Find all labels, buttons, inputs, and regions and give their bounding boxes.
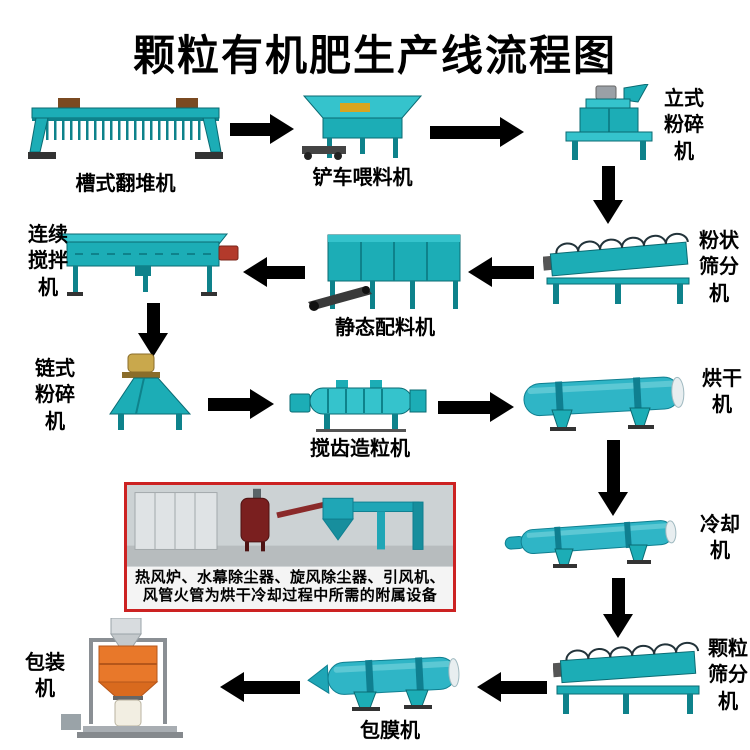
arrow-bar <box>438 400 490 414</box>
label-static-batcher: 静态配料机 <box>335 317 435 339</box>
arrow-bar <box>146 303 160 333</box>
node-coating-machine <box>306 648 474 712</box>
arrow-right-3 <box>208 389 274 419</box>
arrow-head <box>220 672 244 702</box>
arrow-bar <box>606 440 620 492</box>
arrow-head <box>598 492 628 516</box>
node-dryer <box>522 372 694 432</box>
arrow-bar <box>244 680 300 694</box>
node-chain-crusher <box>92 352 204 432</box>
label-cooler: 冷却机 <box>700 514 740 563</box>
caption-line-2: 风管火管为烘干冷却过程中所需的附属设备 <box>142 588 438 605</box>
trough-turner-image <box>28 98 223 159</box>
arrow-left-1 <box>468 257 534 287</box>
arrow-head <box>593 200 623 224</box>
node-tooth-granulator <box>288 378 433 433</box>
page-title: 颗粒有机肥生产线流程图 <box>132 34 617 80</box>
arrow-left-3 <box>477 672 547 702</box>
chain-crusher-image <box>109 353 192 430</box>
arrow-bar <box>230 122 270 136</box>
arrow-bar <box>430 125 500 139</box>
vertical-crusher-image <box>565 84 653 160</box>
auxiliary-equipment-image <box>127 485 453 567</box>
arrow-left-2 <box>243 257 305 287</box>
arrow-bar <box>601 166 615 200</box>
dryer-image <box>523 376 685 431</box>
label-tooth-granulator: 搅齿造粒机 <box>310 438 410 460</box>
arrow-right-1 <box>230 114 294 144</box>
label-powder-screener: 粉状筛分机 <box>699 230 739 305</box>
powder-screener-image <box>543 232 690 304</box>
node-static-batcher <box>308 232 464 312</box>
label-dryer: 烘干机 <box>702 368 742 417</box>
label-loader-feeder: 铲车喂料机 <box>312 167 413 189</box>
node-trough-turner <box>28 92 223 167</box>
arrow-bar <box>611 578 625 614</box>
arrow-bar <box>492 265 534 279</box>
node-packing-machine <box>55 618 205 746</box>
node-granule-screener <box>553 634 703 716</box>
coating-machine-image <box>307 656 460 711</box>
arrow-down-4 <box>603 578 633 638</box>
auxiliary-equipment-photo <box>127 485 453 567</box>
arrow-down-2 <box>138 303 168 357</box>
arrow-right-2 <box>430 117 524 147</box>
arrow-bar <box>501 680 547 694</box>
arrow-right-4 <box>438 392 514 422</box>
arrow-bar <box>208 397 250 411</box>
label-packing-machine: 包装机 <box>25 652 65 701</box>
static-batcher-image <box>308 234 461 311</box>
arrow-head <box>603 614 633 638</box>
arrow-head <box>500 117 524 147</box>
arrow-left-4 <box>220 672 300 702</box>
arrow-bar <box>267 265 305 279</box>
label-vertical-crusher: 立式粉碎机 <box>664 88 704 163</box>
node-continuous-mixer <box>55 228 240 300</box>
arrow-head <box>468 257 492 287</box>
arrow-head <box>490 392 514 422</box>
label-coating-machine: 包膜机 <box>360 720 420 742</box>
node-vertical-crusher <box>558 84 660 162</box>
granule-screener-image <box>553 641 700 714</box>
arrow-head <box>477 672 501 702</box>
node-powder-screener <box>543 224 695 306</box>
arrow-head <box>250 389 274 419</box>
continuous-mixer-image <box>57 233 239 296</box>
auxiliary-equipment-inset: 热风炉、水幕除尘器、旋风除尘器、引风机、 风管火管为烘干冷却过程中所需的附属设备 <box>124 482 456 612</box>
arrow-head <box>270 114 294 144</box>
loader-feeder-image <box>302 95 423 160</box>
label-granule-screener: 颗粒筛分机 <box>708 638 748 713</box>
arrow-head <box>138 333 168 357</box>
arrow-down-1 <box>593 166 623 224</box>
label-continuous-mixer: 连续搅拌机 <box>28 224 68 299</box>
label-chain-crusher: 链式粉碎机 <box>35 358 75 433</box>
arrow-head <box>243 257 267 287</box>
label-trough-turner: 槽式翻堆机 <box>75 173 176 195</box>
cooler-image <box>504 520 677 568</box>
caption-line-1: 热风炉、水幕除尘器、旋风除尘器、引风机、 <box>134 569 445 586</box>
auxiliary-equipment-caption: 热风炉、水幕除尘器、旋风除尘器、引风机、 风管火管为烘干冷却过程中所需的附属设备 <box>127 566 453 609</box>
node-cooler <box>503 505 693 573</box>
arrow-down-3 <box>598 440 628 516</box>
node-loader-feeder <box>300 94 425 162</box>
packing-machine-image <box>61 618 183 738</box>
tooth-granulator-image <box>289 380 427 432</box>
